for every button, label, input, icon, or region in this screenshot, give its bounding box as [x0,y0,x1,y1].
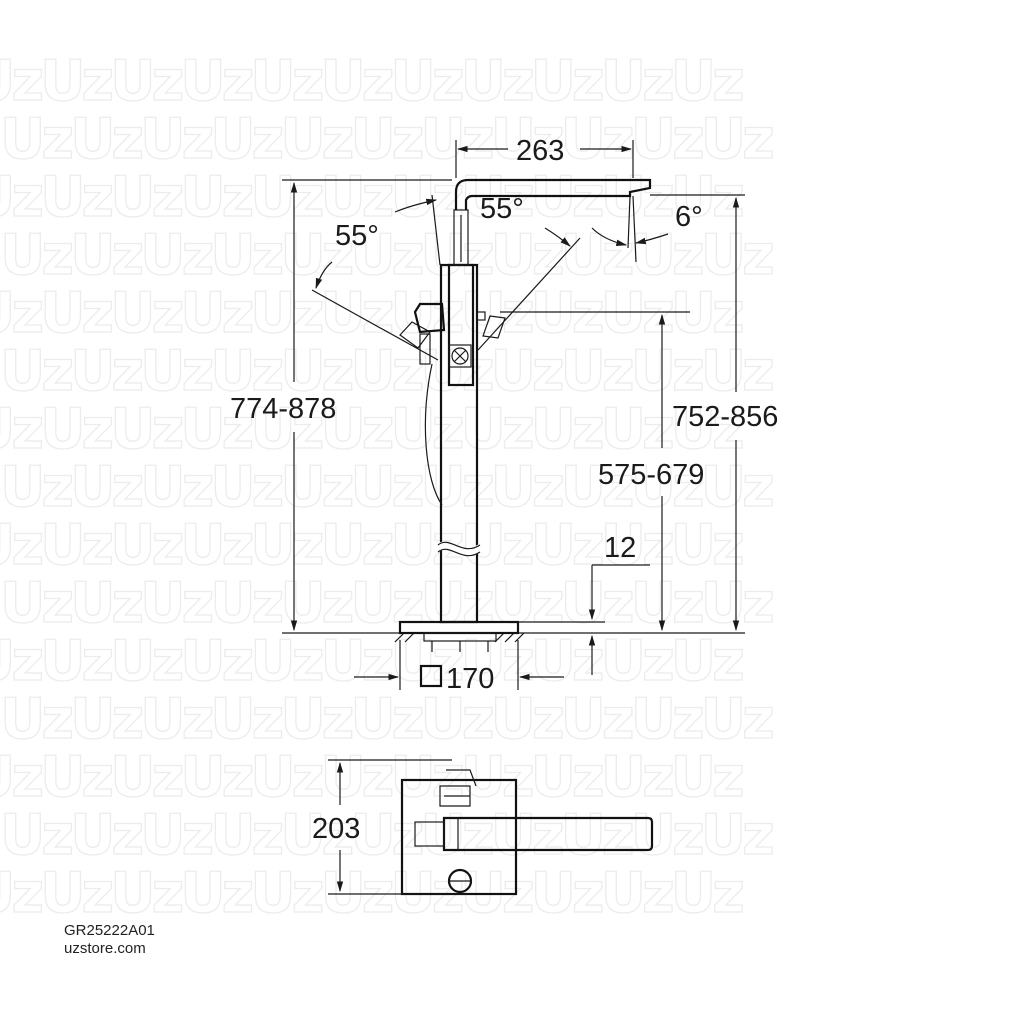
watermark-row: UzUzUzUzUzUzUzUzUzUzUz [0,455,772,520]
handle-angle-left-label: 55° [335,220,379,252]
plan-view [328,759,654,896]
elevation-view [282,140,745,690]
spout-reach-label: 263 [516,135,564,167]
base-square-label: 170 [446,663,494,695]
watermark-row: UzUzUzUzUzUzUzUzUzUzUz [0,107,772,172]
total-height-label: 774-878 [230,393,336,425]
watermark-row: UzUzUzUzUzUzUzUzUzUzUz [0,803,772,868]
base-height-label: 12 [604,532,636,564]
watermark-row: UzUzUzUzUzUzUzUzUzUzUz [0,397,742,462]
watermark-pattern: UzUzUzUzUzUzUzUzUzUzUzUzUzUzUzUzUzUzUzUz… [0,48,777,926]
plan-depth-label: 203 [312,813,360,845]
watermark-row: UzUzUzUzUzUzUzUzUzUzUz [0,281,742,346]
watermark-row: UzUzUzUzUzUzUzUzUzUzUz [0,165,742,230]
watermark-row: UzUzUzUzUzUzUzUzUzUzUz [0,745,742,810]
handle-angle-right-label: 55° [480,193,524,225]
spout-height-label: 752-856 [672,401,778,433]
watermark-row: UzUzUzUzUzUzUzUzUzUzUz [0,339,772,404]
store-domain: uzstore.com [64,940,146,957]
watermark-row: UzUzUzUzUzUzUzUzUzUzUz [0,571,772,636]
watermark-row: UzUzUzUzUzUzUzUzUzUzUz [0,629,742,694]
spout-angle-label: 6° [675,201,703,233]
watermark-row: UzUzUzUzUzUzUzUzUzUzUz [0,223,772,288]
product-code: GR25222A01 [64,922,155,939]
handle-height-label: 575-679 [598,459,704,491]
watermark-row: UzUzUzUzUzUzUzUzUzUzUz [0,687,772,752]
watermark-row: UzUzUzUzUzUzUzUzUzUzUz [0,513,742,578]
watermark-row: UzUzUzUzUzUzUzUzUzUzUz [0,49,742,114]
